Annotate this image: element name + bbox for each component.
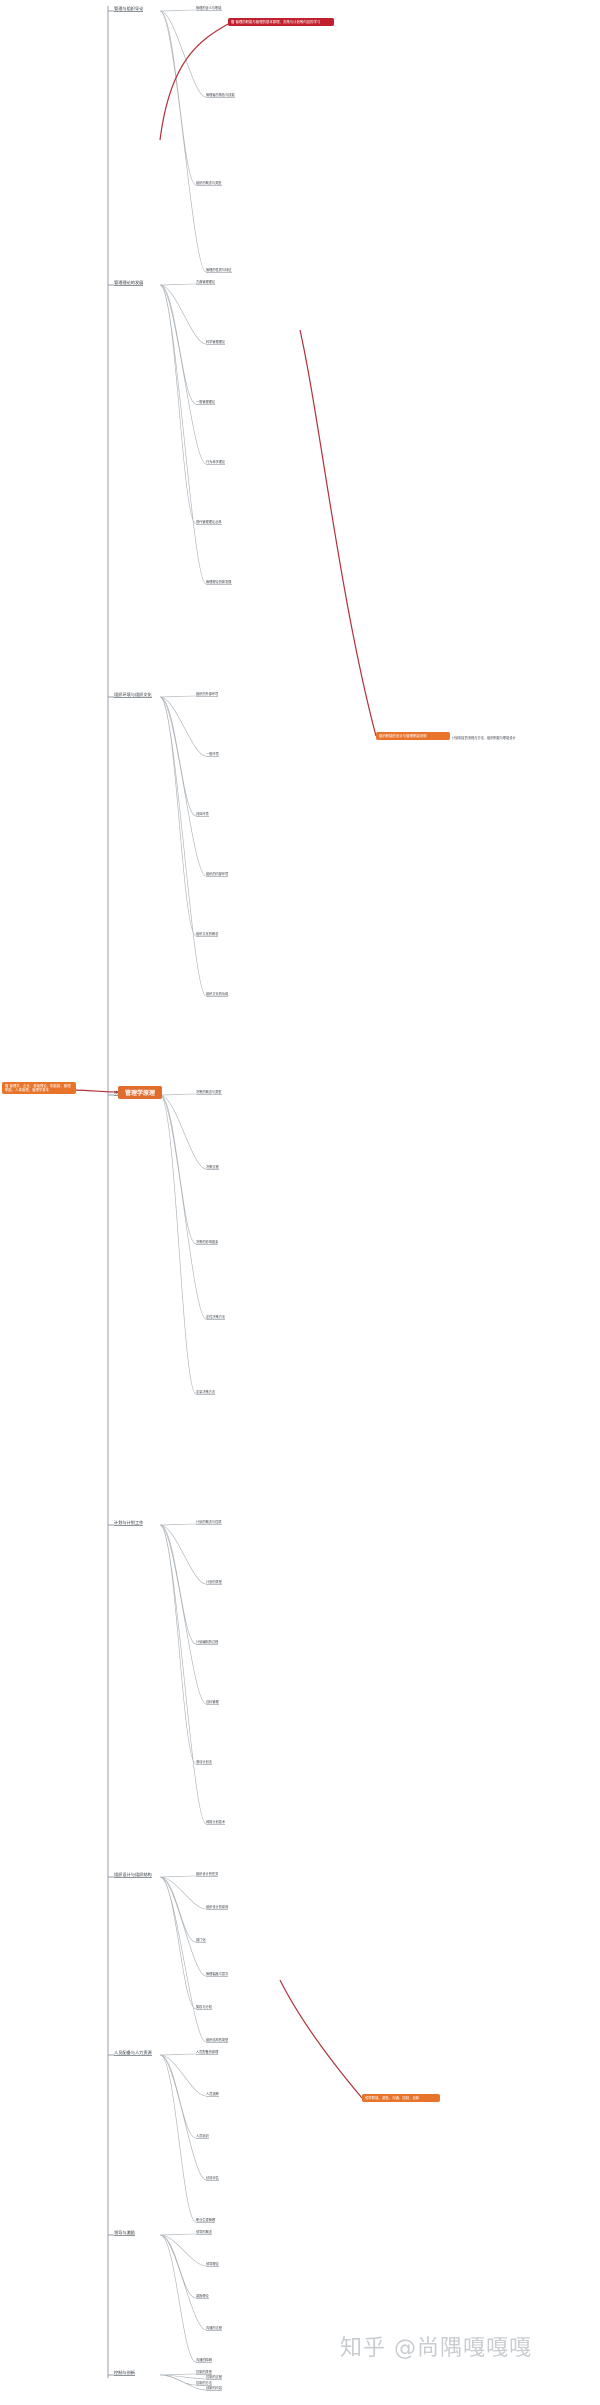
chapter-5-item[interactable]: 集权与分权 (196, 2005, 212, 2010)
chapter-6-item[interactable]: 人员选聘 (206, 2092, 219, 2097)
chapter-4-item[interactable]: 网络计划技术 (206, 1820, 226, 1825)
chapter-5-item[interactable]: 管理幅度与层次 (206, 1972, 229, 1977)
chapter-3-item[interactable]: 定量决策方法 (196, 1390, 216, 1395)
chapter-4-item[interactable]: 目标管理 (206, 1700, 219, 1705)
chapter-1-item[interactable]: 管理理论的新发展 (206, 580, 232, 585)
chapter-7-item[interactable]: 领导理论 (206, 2262, 219, 2267)
chapter-0-item[interactable]: 管理的含义与职能 (196, 6, 222, 11)
watermark: 知乎 @尚隅嘎嘎嘎 (340, 2336, 532, 2361)
chapter-4-item[interactable]: 计划编制的过程 (196, 1640, 219, 1645)
chapter-2-item[interactable]: 具体环境 (196, 812, 209, 817)
chapter-6-item[interactable]: 职业生涯管理 (196, 2218, 216, 2223)
chapter-0-item[interactable]: 管理者的角色与技能 (206, 93, 235, 98)
chapter-5-item[interactable]: 组织设计的任务 (196, 1872, 219, 1877)
chapter-3-item[interactable]: 决策的影响因素 (196, 1240, 219, 1245)
chapter-6-item[interactable]: 人员配备的原理 (196, 2050, 219, 2055)
chapter-6[interactable]: 人员配备与人力资源 (114, 2050, 152, 2056)
chapter-6-item[interactable]: 人员培训 (196, 2134, 209, 2139)
chapter-7-item[interactable]: 沟通的过程 (206, 2326, 222, 2331)
chapter-3-item[interactable]: 决策的概念与类型 (196, 1090, 222, 1095)
callout-mid-note: 计划制定的流程与方法、组织职能与职能设计 (452, 736, 516, 740)
chapter-0[interactable]: 管理与组织导论 (114, 6, 144, 12)
chapter-8-item[interactable]: 创新的内容 (206, 2386, 222, 2391)
chapter-1-item[interactable]: 现代管理理论丛林 (196, 520, 222, 525)
chapter-5-item[interactable]: 组织结构的类型 (206, 2038, 229, 2043)
chapter-7-item[interactable]: 沟通的障碍 (196, 2358, 212, 2363)
callout-bottom: 领导职能、激励、沟通、控制、创新 (362, 2094, 440, 2103)
root-node[interactable]: 管理学原理 (118, 1086, 162, 1099)
chapter-6-item[interactable]: 绩效评估 (206, 2176, 219, 2181)
chapter-1[interactable]: 管理理论的发展 (114, 280, 144, 286)
chapter-0-item[interactable]: 管理的性质与特征 (206, 268, 232, 273)
chapter-1-item[interactable]: 一般管理理论 (196, 400, 216, 405)
chapter-3-item[interactable]: 定性决策方法 (206, 1315, 226, 1320)
chapter-4[interactable]: 计划与计划工作 (114, 1520, 144, 1526)
chapter-7-item[interactable]: 激励理论 (196, 2294, 209, 2299)
chapter-8-item[interactable]: 控制的方法 (196, 2381, 212, 2386)
chapter-2-item[interactable]: 一般环境 (206, 752, 219, 757)
chapter-1-item[interactable]: 行为科学理论 (206, 460, 226, 465)
chapter-4-item[interactable]: 滚动计划法 (196, 1760, 212, 1765)
chapter-2-item[interactable]: 组织的外部环境 (196, 692, 219, 697)
chapter-5-item[interactable]: 部门化 (196, 1938, 206, 1943)
chapter-5[interactable]: 组织设计与组织结构 (114, 1872, 152, 1878)
chapter-8[interactable]: 控制与创新 (114, 2370, 135, 2376)
callout-left: 赠 管理学、企业、基础理论、职能制、管理职能、人事管理、管理学基本 (2, 1082, 76, 1095)
chapter-2-item[interactable]: 组织的内部环境 (206, 872, 229, 877)
callout-mid: 组织职能的设计与管理职能说明 (376, 732, 450, 741)
callout-top: 赠 管理的职能与管理的基本原理、决策与计划等内容的学习 (228, 18, 334, 27)
chapter-1-item[interactable]: 古典管理理论 (196, 280, 216, 285)
chapter-1-item[interactable]: 科学管理理论 (206, 340, 226, 345)
chapter-8-item[interactable]: 控制的类型 (196, 2370, 212, 2375)
chapter-8-item[interactable]: 控制的过程 (206, 2375, 222, 2380)
chapter-2-item[interactable]: 组织文化的功能 (206, 992, 229, 997)
chapter-5-item[interactable]: 组织设计的原则 (206, 1905, 229, 1910)
chapter-2[interactable]: 组织环境与组织文化 (114, 692, 152, 698)
chapter-2-item[interactable]: 组织文化的概念 (196, 932, 219, 937)
chapter-4-item[interactable]: 计划的概念与性质 (196, 1520, 222, 1525)
chapter-3-item[interactable]: 决策过程 (206, 1165, 219, 1170)
chapter-7[interactable]: 领导与激励 (114, 2230, 135, 2236)
chapter-4-item[interactable]: 计划的类型 (206, 1580, 222, 1585)
chapter-7-item[interactable]: 领导的概念 (196, 2230, 212, 2235)
chapter-0-item[interactable]: 组织的概念与类型 (196, 181, 222, 186)
